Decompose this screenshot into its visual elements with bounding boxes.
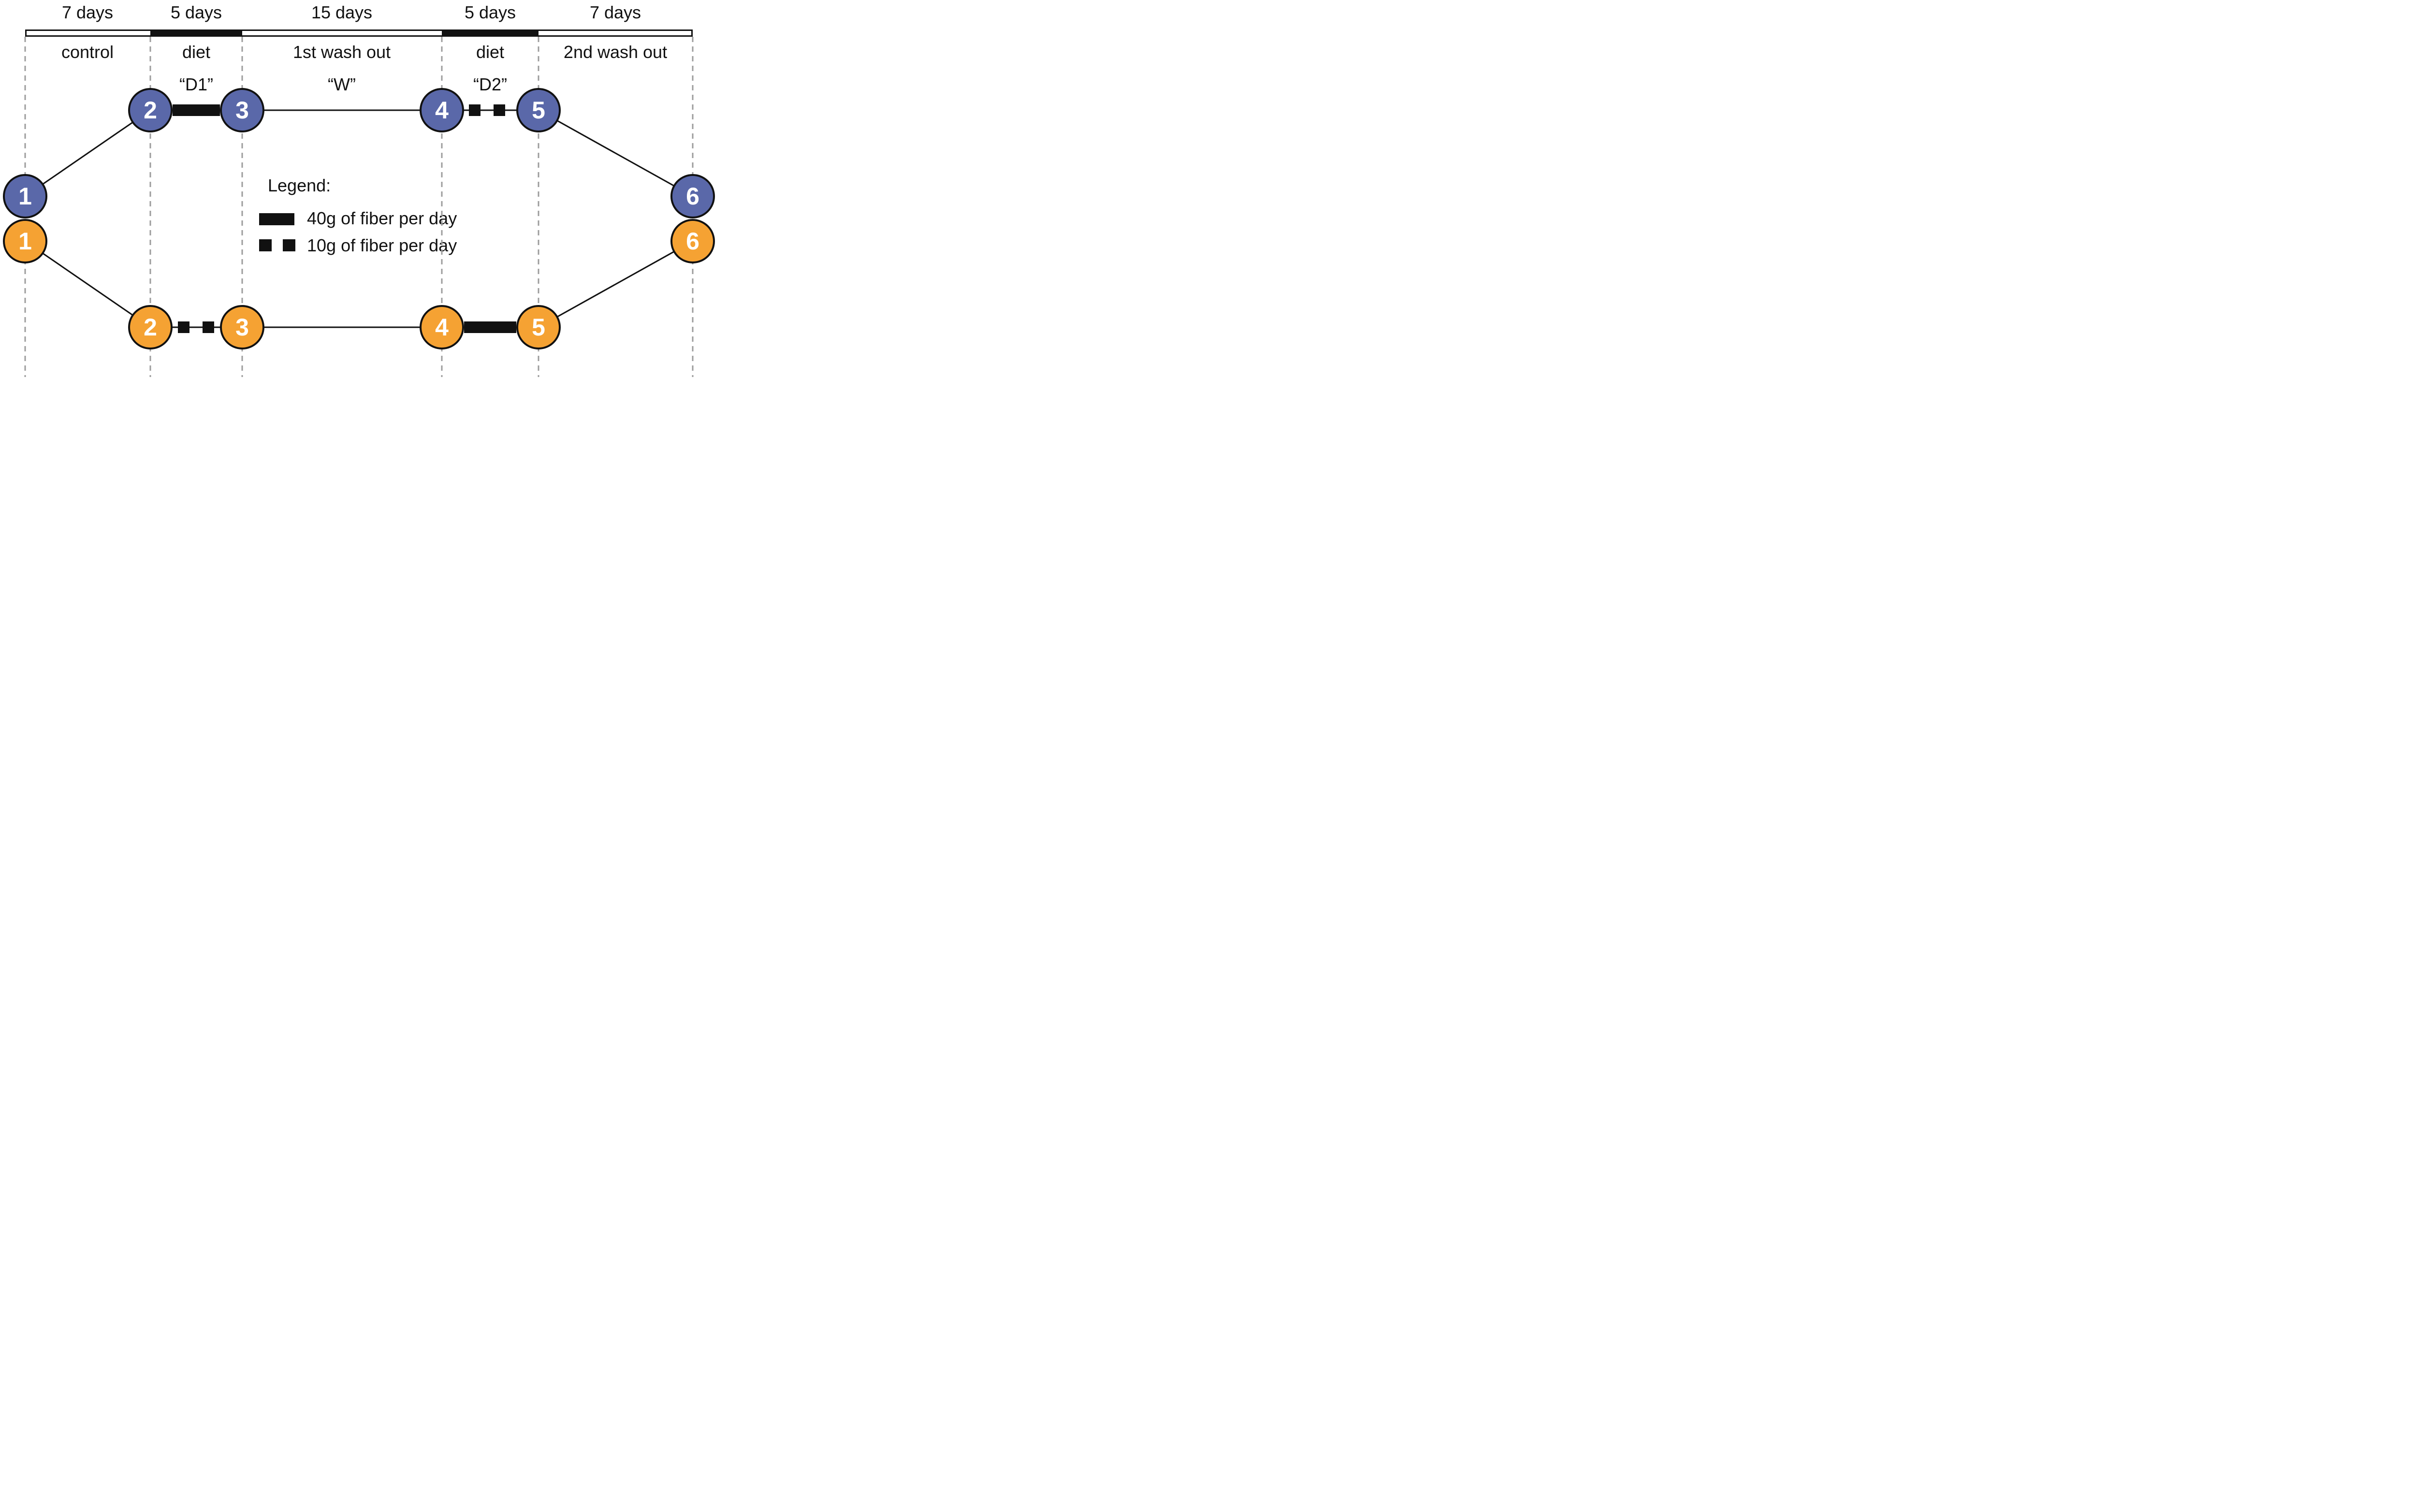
node-label: 6 bbox=[686, 228, 699, 255]
connector-layer bbox=[24, 37, 694, 377]
legend-item-10g: 10g of fiber per day bbox=[307, 235, 457, 255]
fiber-10g-square-blue bbox=[494, 104, 505, 116]
node-blue-4: 4 bbox=[420, 88, 464, 132]
fiber-10g-square-orange bbox=[178, 321, 189, 333]
node-orange-5: 5 bbox=[516, 305, 561, 349]
duration-label-washout1: 15 days bbox=[311, 2, 373, 22]
legend-item-40g: 40g of fiber per day bbox=[307, 208, 457, 228]
node-label: 5 bbox=[532, 314, 545, 341]
timeline-diet-segment-1 bbox=[150, 29, 242, 37]
node-label: 3 bbox=[235, 97, 249, 124]
node-label: 1 bbox=[18, 228, 32, 255]
node-label: 3 bbox=[235, 314, 249, 341]
node-label: 4 bbox=[435, 97, 449, 124]
node-label: 2 bbox=[144, 97, 157, 124]
node-label: 4 bbox=[435, 314, 449, 341]
duration-label-diet2: 5 days bbox=[464, 2, 516, 22]
fiber-40g-bar-orange-4-5 bbox=[464, 321, 516, 333]
code-label-d1: “D1” bbox=[179, 74, 213, 94]
node-blue-3: 3 bbox=[220, 88, 264, 132]
node-label: 2 bbox=[144, 314, 157, 341]
legend-40g-swatch bbox=[259, 213, 294, 225]
code-label-d2: “D2” bbox=[473, 74, 507, 94]
phase-label-washout2: 2nd wash out bbox=[563, 42, 668, 62]
link-orange-5-6 bbox=[538, 240, 693, 328]
phase-label-control: control bbox=[61, 42, 114, 62]
node-orange-6: 6 bbox=[670, 219, 715, 263]
node-blue-5: 5 bbox=[516, 88, 561, 132]
code-label-w: “W” bbox=[328, 74, 356, 94]
legend-10g-swatch-square bbox=[259, 239, 272, 251]
node-blue-1: 1 bbox=[3, 174, 47, 218]
phase-label-diet2: diet bbox=[476, 42, 505, 62]
fiber-40g-bar-blue-2-3 bbox=[173, 104, 220, 116]
node-orange-2: 2 bbox=[128, 305, 173, 349]
duration-label-diet1: 5 days bbox=[170, 2, 222, 22]
link-blue-1-2 bbox=[25, 109, 151, 197]
fiber-10g-square-blue bbox=[469, 104, 480, 116]
legend-10g-swatch-square bbox=[283, 239, 295, 251]
node-blue-6: 6 bbox=[670, 174, 715, 218]
node-blue-2: 2 bbox=[128, 88, 173, 132]
node-orange-4: 4 bbox=[420, 305, 464, 349]
fiber-10g-square-orange bbox=[203, 321, 214, 333]
duration-label-control: 7 days bbox=[61, 2, 114, 22]
node-label: 5 bbox=[532, 97, 545, 124]
legend-title: Legend: bbox=[268, 175, 331, 195]
node-orange-3: 3 bbox=[220, 305, 264, 349]
phase-label-washout1: 1st wash out bbox=[292, 42, 391, 62]
node-orange-1: 1 bbox=[3, 219, 47, 263]
duration-label-washout2: 7 days bbox=[589, 2, 641, 22]
link-orange-1-2 bbox=[25, 240, 151, 328]
study-design-diagram: 7 days 5 days 15 days 5 days 7 days cont… bbox=[0, 0, 720, 378]
phase-label-diet1: diet bbox=[182, 42, 211, 62]
timeline-diet-segment-2 bbox=[442, 29, 539, 37]
node-label: 1 bbox=[18, 183, 32, 210]
link-blue-5-6 bbox=[538, 109, 693, 197]
node-label: 6 bbox=[686, 183, 699, 210]
